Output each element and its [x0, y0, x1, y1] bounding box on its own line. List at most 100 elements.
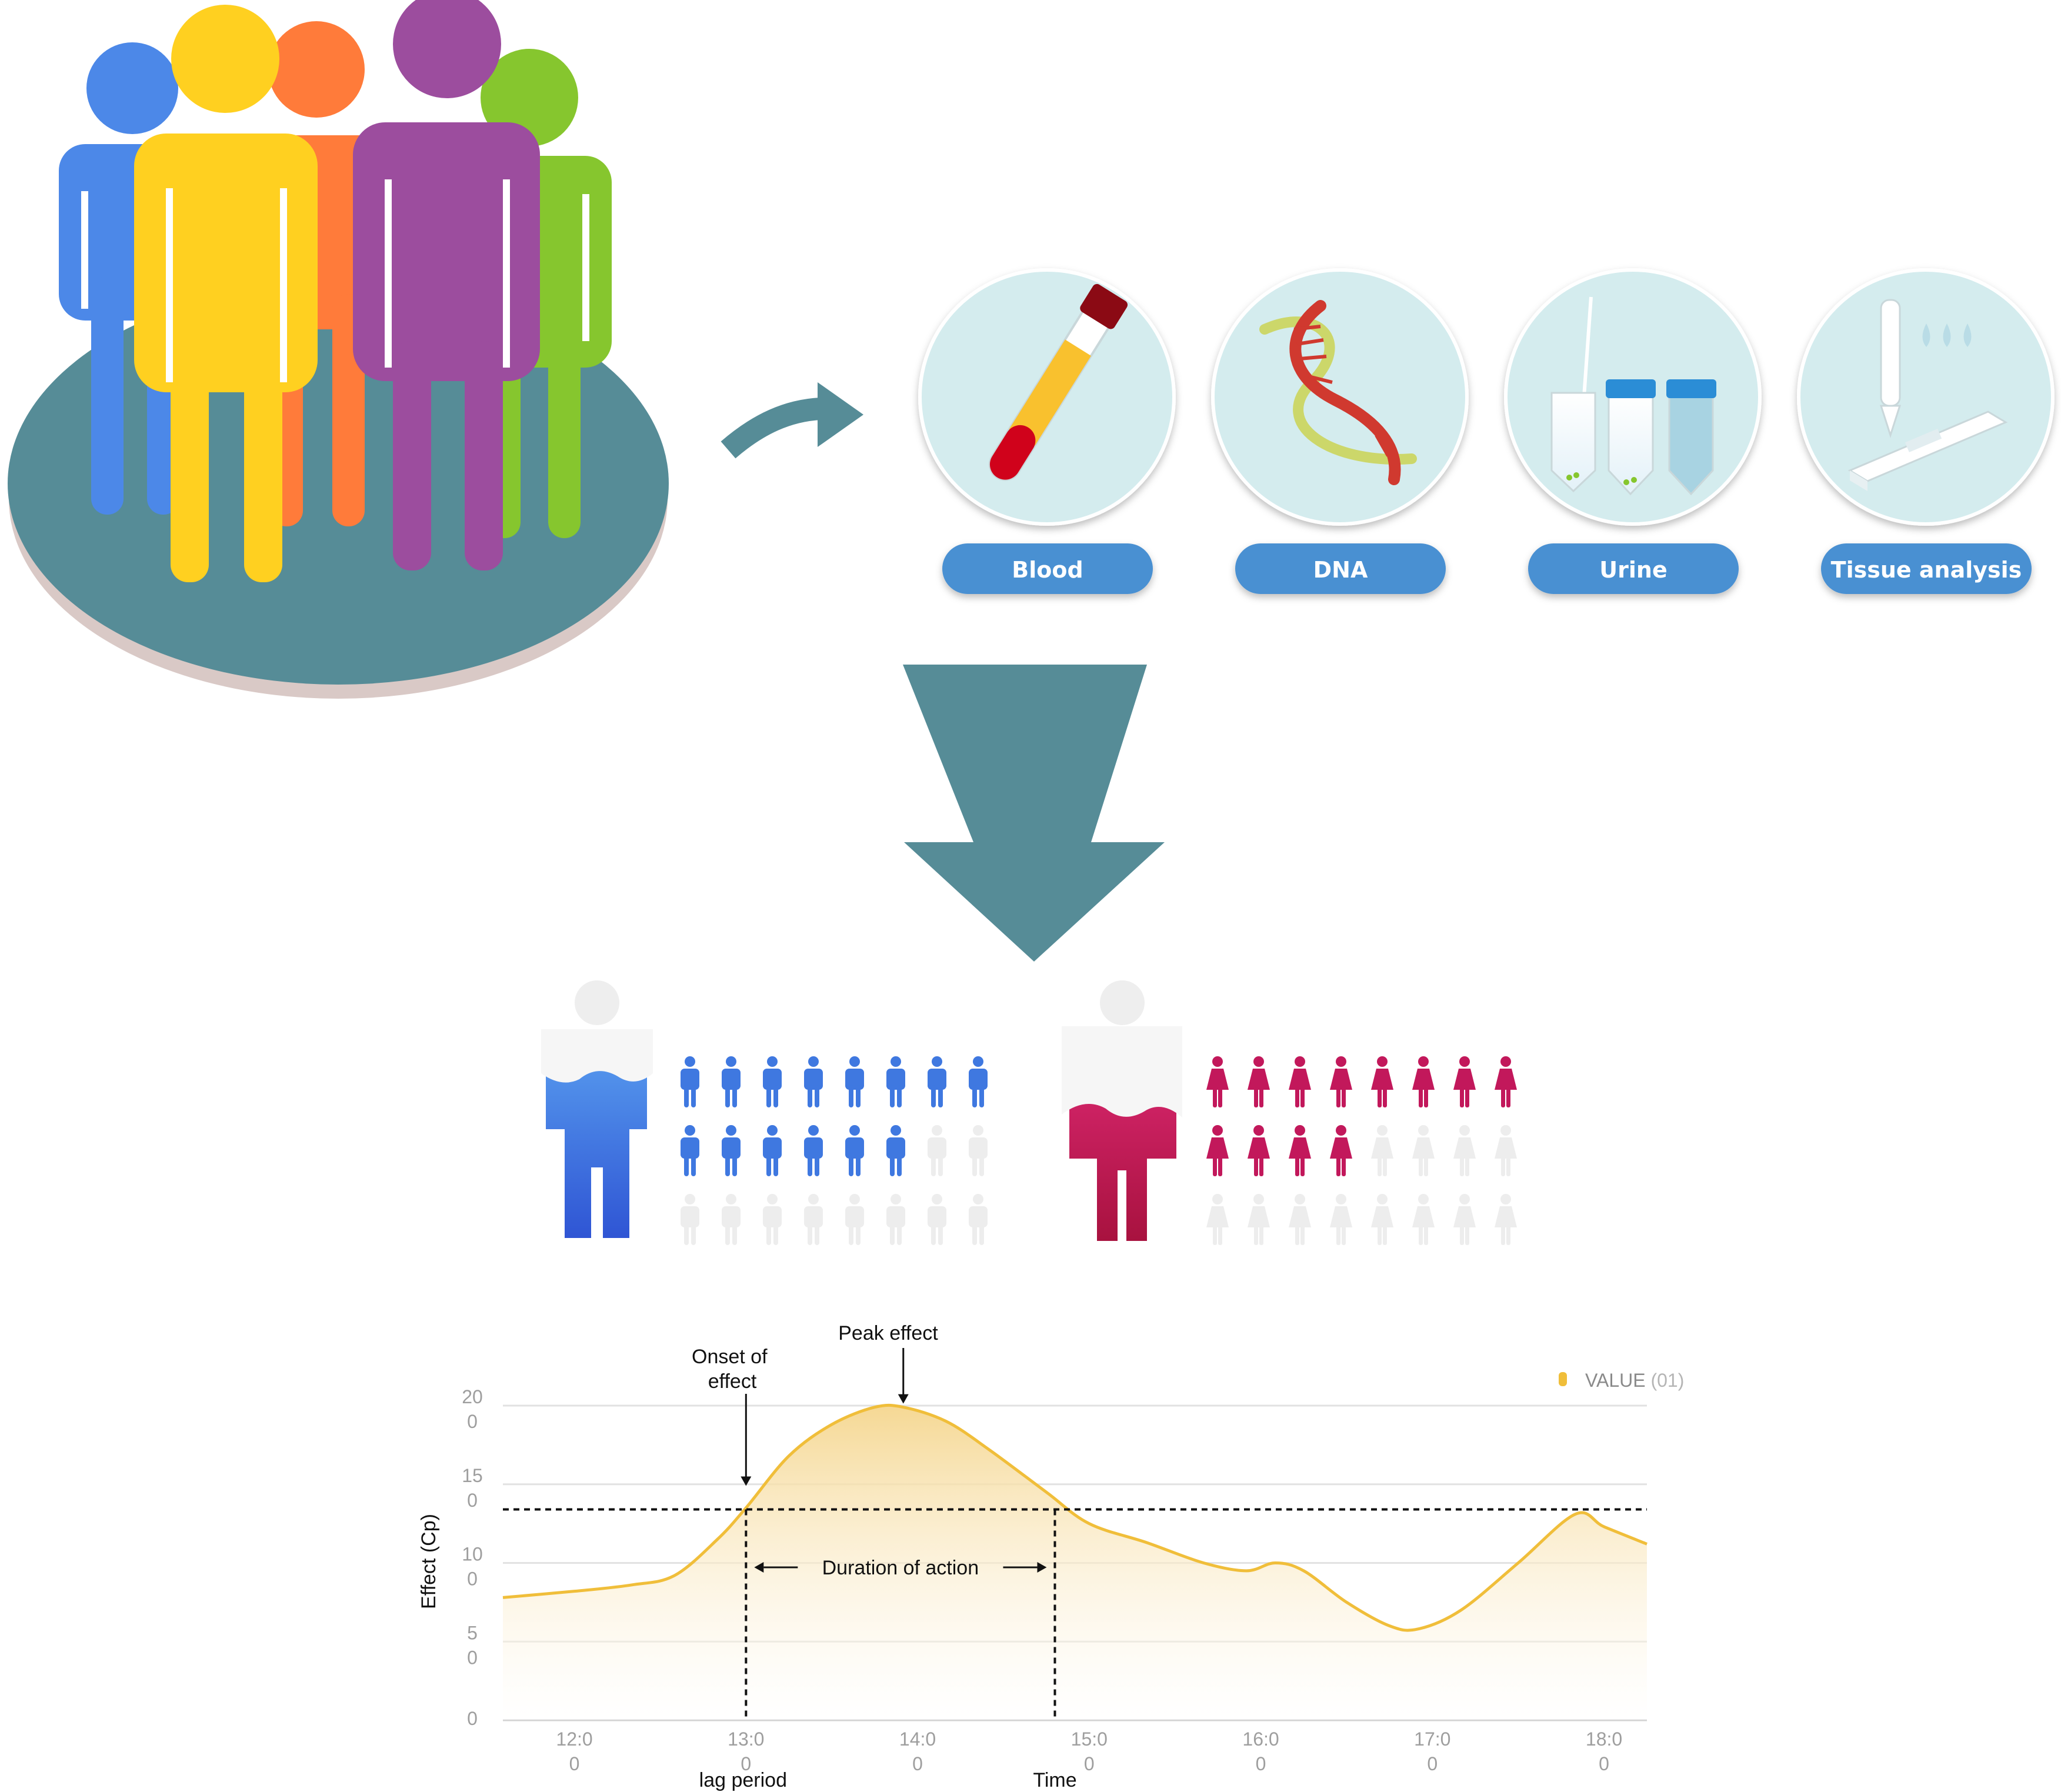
legend-label: VALUE (01) — [1585, 1370, 1684, 1391]
male-person-icon — [845, 1125, 864, 1176]
female-figure-icon — [1062, 980, 1182, 1241]
male-person-icon — [928, 1056, 946, 1107]
female-person-icon — [1206, 1125, 1229, 1176]
male-person-icon — [722, 1125, 741, 1176]
male-person-icon — [969, 1056, 988, 1107]
male-person-icon — [845, 1194, 864, 1245]
series-area-fill — [503, 1405, 1647, 1720]
dna-helix-icon — [1259, 300, 1417, 485]
female-person-icon — [1453, 1125, 1476, 1176]
y-axis-label: Effect (Cp) — [418, 1514, 440, 1609]
person-green-arm-gap — [582, 194, 589, 341]
duration-left-arrowhead-icon — [754, 1562, 764, 1573]
female-person-icon — [1412, 1125, 1435, 1176]
male-person-icon — [886, 1056, 905, 1107]
female-person-icon — [1453, 1194, 1476, 1245]
urine-label: Urine — [1599, 557, 1667, 583]
blood-test-tube-icon — [988, 283, 1128, 481]
dna-sample — [1211, 268, 1469, 526]
female-person-icon — [1206, 1056, 1229, 1107]
peak-label: Peak effect — [838, 1322, 938, 1344]
legend-swatch — [1559, 1372, 1567, 1386]
female-person-icon — [1495, 1125, 1517, 1176]
female-person-icon — [1248, 1194, 1270, 1245]
onset-annotation: Onset of effect — [692, 1346, 773, 1486]
dna-label: DNA — [1313, 557, 1368, 583]
male-person-icon — [681, 1125, 699, 1176]
female-person-icon — [1453, 1056, 1476, 1107]
male-person-icon — [886, 1125, 905, 1176]
peak-annotation: Peak effect — [838, 1322, 938, 1404]
male-person-icon — [804, 1125, 823, 1176]
person-yellow — [134, 5, 318, 582]
time-label: Time — [1033, 1769, 1076, 1791]
male-person-icon — [804, 1194, 823, 1245]
female-person-icon — [1248, 1125, 1270, 1176]
urine-sample-tubes-icon — [1550, 296, 1716, 496]
male-person-icon — [969, 1125, 988, 1176]
onset-arrowhead-icon — [741, 1476, 752, 1486]
female-person-icon — [1289, 1056, 1311, 1107]
female-person-icon — [1206, 1194, 1229, 1245]
blood-label: Blood — [1012, 557, 1083, 583]
female-person-icon — [1289, 1125, 1311, 1176]
blood-pill: Blood — [942, 543, 1153, 594]
female-person-icon — [1412, 1056, 1435, 1107]
sample-types: Blood DNA Urine Tissue analysis — [918, 268, 2055, 594]
male-person-icon — [722, 1194, 741, 1245]
tissue-sample — [1797, 268, 2055, 526]
female-person-icon — [1371, 1194, 1393, 1245]
dna-pill: DNA — [1235, 543, 1446, 594]
person-purple — [353, 0, 540, 570]
female-icon-grid — [1206, 1056, 1517, 1245]
male-person-icon — [928, 1194, 946, 1245]
female-person-icon — [1330, 1056, 1352, 1107]
duration-right-arrowhead-icon — [1037, 1562, 1047, 1573]
male-person-icon — [928, 1125, 946, 1176]
female-person-icon — [1330, 1194, 1352, 1245]
down-arrow-icon — [903, 665, 1165, 962]
legend: VALUE (01) — [1559, 1370, 1684, 1391]
female-person-icon — [1289, 1194, 1311, 1245]
male-figure-icon — [541, 980, 653, 1238]
female-person-icon — [1371, 1125, 1393, 1176]
series-line — [502, 1403, 1648, 1632]
duration-annotation: Duration of action — [754, 1557, 1047, 1579]
population-group — [8, 0, 669, 699]
curved-arrow-icon — [721, 382, 863, 459]
male-person-icon — [886, 1194, 905, 1245]
person-blue-arm-gap — [81, 191, 88, 309]
blood-sample — [918, 268, 1176, 526]
male-person-icon — [969, 1194, 988, 1245]
peak-arrowhead-icon — [898, 1394, 909, 1404]
male-person-icon — [681, 1194, 699, 1245]
tissue-label: Tissue analysis — [1831, 557, 2022, 583]
female-person-icon — [1412, 1194, 1435, 1245]
female-person-icon — [1330, 1125, 1352, 1176]
male-person-icon — [845, 1056, 864, 1107]
female-person-icon — [1371, 1056, 1393, 1107]
tissue-pill: Tissue analysis — [1821, 543, 2032, 594]
male-person-icon — [804, 1056, 823, 1107]
urine-pill: Urine — [1528, 543, 1739, 594]
male-person-icon — [681, 1056, 699, 1107]
onset-label: Onset of effect — [692, 1346, 773, 1393]
male-person-icon — [763, 1125, 782, 1176]
duration-label: Duration of action — [822, 1557, 979, 1579]
lag-period-label: lag period — [699, 1769, 787, 1791]
tissue-dropper-slide-icon — [1847, 299, 2008, 491]
